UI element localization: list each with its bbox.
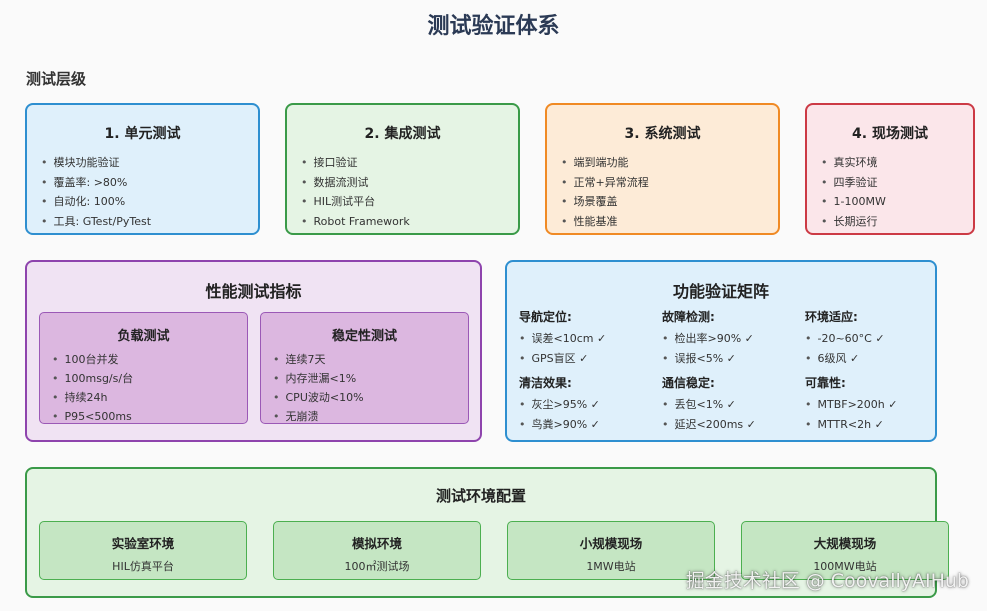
list-item: 数据流测试 [301, 173, 518, 193]
env-desc: 1MW电站 [586, 560, 636, 573]
bullet-list: -20~60°C ✓ 6级风 ✓ [805, 329, 945, 369]
function-matrix-panel: 功能验证矩阵 导航定位: 误差<10cm ✓ GPS盲区 ✓ 故障检测: 检出率… [505, 260, 937, 442]
page-title: 测试验证体系 [427, 14, 560, 39]
env-title: 大规模现场 [813, 536, 877, 551]
list-item: 持续24h [52, 388, 247, 407]
list-item: 场景覆盖 [561, 192, 778, 212]
matrix-cell-communication: 通信稳定: 丢包<1% ✓ 延迟<200ms ✓ [662, 374, 802, 435]
list-item: 内存泄漏<1% [273, 369, 468, 388]
list-item: 100msg/s/台 [52, 369, 247, 388]
list-item: 丢包<1% ✓ [662, 395, 802, 415]
bullet-list: 误差<10cm ✓ GPS盲区 ✓ [519, 329, 659, 369]
list-item: 误报<5% ✓ [662, 349, 802, 369]
matrix-cell-navigation: 导航定位: 误差<10cm ✓ GPS盲区 ✓ [519, 308, 659, 369]
list-item: 工具: GTest/PyTest [41, 212, 258, 232]
test-environment-panel: 测试环境配置 实验室环境 HIL仿真平台 模拟环境 100㎡测试场 小规模现场 … [25, 467, 949, 598]
matrix-cell-reliability: 可靠性: MTBF>200h ✓ MTTR<2h ✓ [805, 374, 945, 435]
list-item: P95<500ms [52, 407, 247, 426]
cell-title: 导航定位: [519, 310, 572, 324]
bullet-list: 真实环境 四季验证 1-100MW 长期运行 [821, 153, 973, 231]
list-item: CPU波动<10% [273, 388, 468, 407]
list-item: MTBF>200h ✓ [805, 395, 945, 415]
env-desc: 100㎡测试场 [344, 560, 410, 573]
list-item: GPS盲区 ✓ [519, 349, 659, 369]
list-item: -20~60°C ✓ [805, 329, 945, 349]
list-item: HIL测试平台 [301, 192, 518, 212]
stability-test-card: 稳定性测试 连续7天 内存泄漏<1% CPU波动<10% 无崩溃 [260, 312, 469, 424]
card-title: 负载测试 [117, 329, 170, 344]
list-item: 鸟粪>90% ✓ [519, 415, 659, 435]
system-test-card: 3. 系统测试 端到端功能 正常+异常流程 场景覆盖 性能基准 [545, 103, 780, 235]
panel-title: 测试环境配置 [435, 487, 526, 505]
cell-title: 通信稳定: [662, 376, 715, 390]
list-item: 6级风 ✓ [805, 349, 945, 369]
integration-test-card: 2. 集成测试 接口验证 数据流测试 HIL测试平台 Robot Framewo… [285, 103, 520, 235]
bullet-list: 灰尘>95% ✓ 鸟粪>90% ✓ [519, 395, 659, 435]
bullet-list: MTBF>200h ✓ MTTR<2h ✓ [805, 395, 945, 435]
env-title: 小规模现场 [579, 536, 643, 551]
cell-title: 可靠性: [805, 376, 846, 390]
cell-title: 环境适应: [805, 310, 858, 324]
list-item: 误差<10cm ✓ [519, 329, 659, 349]
list-item: MTTR<2h ✓ [805, 415, 945, 435]
unit-test-card: 1. 单元测试 模块功能验证 覆盖率: >80% 自动化: 100% 工具: G… [25, 103, 260, 235]
list-item: 模块功能验证 [41, 153, 258, 173]
list-item: 覆盖率: >80% [41, 173, 258, 193]
list-item: 接口验证 [301, 153, 518, 173]
bullet-list: 模块功能验证 覆盖率: >80% 自动化: 100% 工具: GTest/PyT… [41, 153, 258, 231]
bullet-list: 连续7天 内存泄漏<1% CPU波动<10% 无崩溃 [273, 350, 468, 426]
list-item: 自动化: 100% [41, 192, 258, 212]
bullet-list: 检出率>90% ✓ 误报<5% ✓ [662, 329, 802, 369]
bullet-list: 接口验证 数据流测试 HIL测试平台 Robot Framework [301, 153, 518, 231]
matrix-cell-fault-detection: 故障检测: 检出率>90% ✓ 误报<5% ✓ [662, 308, 802, 369]
cell-title: 故障检测: [662, 310, 715, 324]
env-title: 实验室环境 [111, 536, 175, 551]
list-item: 端到端功能 [561, 153, 778, 173]
cell-title: 清洁效果: [519, 376, 572, 390]
bullet-list: 100台并发 100msg/s/台 持续24h P95<500ms [52, 350, 247, 426]
section-label-levels: 测试层级 [26, 70, 87, 88]
card-title: 3. 系统测试 [624, 126, 701, 142]
panel-title: 功能验证矩阵 [672, 282, 769, 301]
list-item: 性能基准 [561, 212, 778, 232]
list-item: 灰尘>95% ✓ [519, 395, 659, 415]
list-item: 100台并发 [52, 350, 247, 369]
env-box-lab: 实验室环境 HIL仿真平台 [39, 521, 247, 580]
matrix-cell-cleaning: 清洁效果: 灰尘>95% ✓ 鸟粪>90% ✓ [519, 374, 659, 435]
list-item: 检出率>90% ✓ [662, 329, 802, 349]
list-item: 正常+异常流程 [561, 173, 778, 193]
load-test-card: 负载测试 100台并发 100msg/s/台 持续24h P95<500ms [39, 312, 248, 424]
env-box-simulation: 模拟环境 100㎡测试场 [273, 521, 481, 580]
matrix-cell-environment: 环境适应: -20~60°C ✓ 6级风 ✓ [805, 308, 945, 369]
card-title: 4. 现场测试 [852, 126, 928, 142]
env-title: 模拟环境 [351, 536, 402, 551]
list-item: Robot Framework [301, 212, 518, 232]
card-title: 稳定性测试 [331, 329, 397, 344]
list-item: 延迟<200ms ✓ [662, 415, 802, 435]
watermark-text: 掘金技术社区 @ CoovallyAIHub [685, 570, 969, 592]
list-item: 四季验证 [821, 173, 973, 193]
field-test-card: 4. 现场测试 真实环境 四季验证 1-100MW 长期运行 [805, 103, 975, 235]
list-item: 连续7天 [273, 350, 468, 369]
env-desc: 100MW电站 [813, 560, 877, 573]
bullet-list: 丢包<1% ✓ 延迟<200ms ✓ [662, 395, 802, 435]
panel-title: 性能测试指标 [205, 282, 302, 301]
list-item: 长期运行 [821, 212, 973, 232]
env-box-large-field: 大规模现场 100MW电站 [741, 521, 949, 580]
list-item: 真实环境 [821, 153, 973, 173]
env-desc: HIL仿真平台 [112, 560, 174, 573]
list-item: 1-100MW [821, 192, 973, 212]
card-title: 2. 集成测试 [364, 126, 441, 142]
list-item: 无崩溃 [273, 407, 468, 426]
card-title: 1. 单元测试 [104, 126, 181, 142]
bullet-list: 端到端功能 正常+异常流程 场景覆盖 性能基准 [561, 153, 778, 231]
performance-metrics-panel: 性能测试指标 负载测试 100台并发 100msg/s/台 持续24h P95<… [25, 260, 482, 442]
env-box-small-field: 小规模现场 1MW电站 [507, 521, 715, 580]
